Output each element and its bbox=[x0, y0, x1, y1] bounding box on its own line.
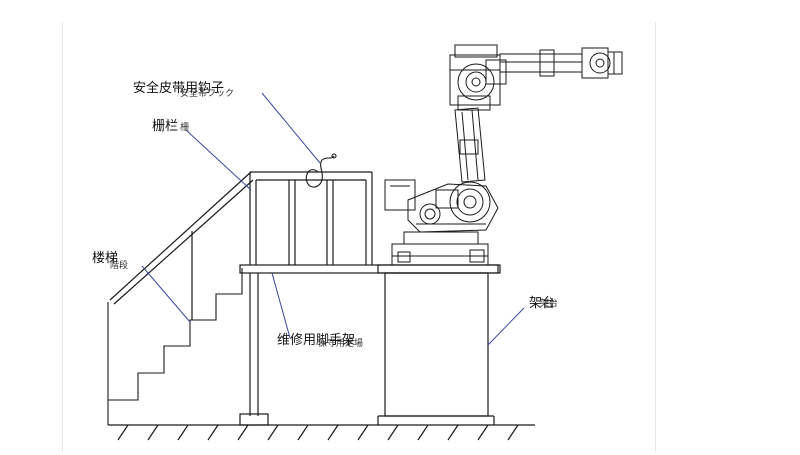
leader-lines bbox=[141, 92, 525, 346]
ground bbox=[108, 424, 535, 441]
frame-border-left bbox=[62, 22, 63, 452]
frame-border-right bbox=[655, 22, 656, 452]
stand-label: 架台 bbox=[529, 296, 556, 311]
hook-label: 安全皮带用钩子 bbox=[133, 81, 225, 96]
stairs-label: 楼梯 bbox=[92, 251, 119, 266]
stair-handrail bbox=[109, 171, 254, 320]
stairs-label-jp: 階段 bbox=[110, 261, 129, 271]
stand-label-jp: 架台 bbox=[540, 299, 559, 309]
platform-railing bbox=[249, 171, 373, 265]
platform-label: 维修用脚手架 bbox=[277, 333, 356, 348]
railing-label-jp: 柵 bbox=[180, 123, 190, 133]
industrial-robot bbox=[384, 44, 623, 266]
platform-label-jp: 保守用足場 bbox=[318, 339, 364, 349]
robot-stand bbox=[377, 264, 499, 425]
railing-label: 栅栏 bbox=[152, 119, 179, 134]
stairs bbox=[107, 268, 243, 425]
maintenance-platform bbox=[239, 264, 501, 426]
safety-hook bbox=[305, 153, 337, 188]
hook-label-jp: 安全帯フック bbox=[180, 89, 235, 99]
